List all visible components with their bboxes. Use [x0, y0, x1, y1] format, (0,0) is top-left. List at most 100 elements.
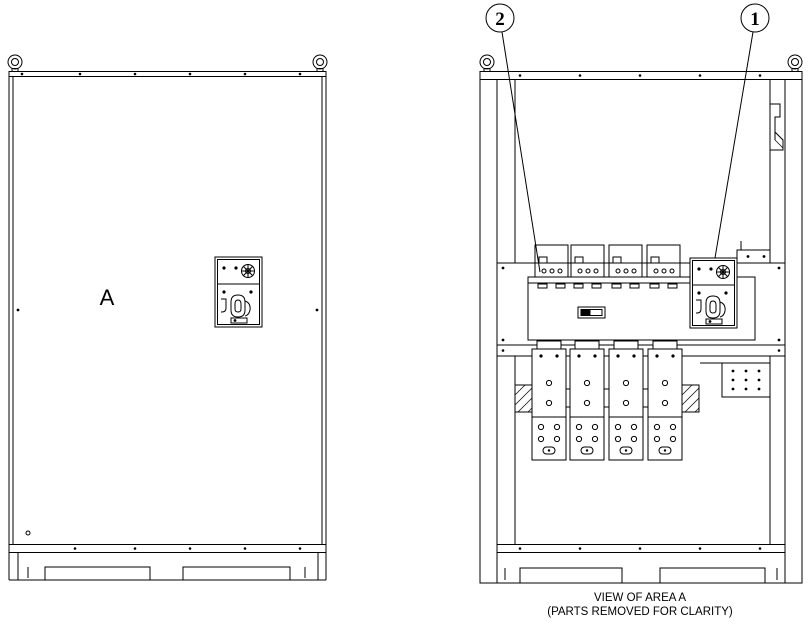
busbar-clamp	[574, 340, 600, 350]
busbar-hole	[669, 423, 677, 431]
busbar-lower-plate	[608, 416, 644, 461]
plinth-cutout	[44, 566, 151, 580]
busbar-hole	[545, 379, 553, 387]
bracket-hatch	[774, 139, 784, 149]
busbar-support-left	[514, 384, 533, 413]
terminal-connector	[608, 244, 643, 264]
screw-dot	[133, 547, 137, 550]
callout-number: 2	[495, 9, 505, 30]
cabinet-top-rail	[8, 71, 327, 77]
door-view: A	[7, 54, 328, 581]
busbar-hole	[553, 435, 561, 443]
top-rail-screws	[20, 72, 302, 76]
busbar-clamp	[613, 340, 639, 350]
terminal-screw	[631, 268, 637, 274]
terminal-screw	[557, 268, 563, 274]
caption-note: (PARTS REMOVED FOR CLARITY)	[547, 606, 733, 618]
terminal-screw	[669, 268, 675, 274]
busbar-rivet	[577, 354, 581, 358]
busbar-hole	[553, 423, 561, 431]
rotary-indicator-spokes	[241, 264, 255, 278]
plinth	[8, 552, 327, 581]
screw-dot	[298, 547, 302, 550]
terminal-screw	[541, 268, 547, 274]
door-handle-panel	[214, 256, 263, 328]
terminal-seat	[573, 283, 584, 289]
plinth-cutout	[519, 567, 623, 583]
lifting-eye-ring	[479, 54, 495, 70]
plinth-cutout	[182, 566, 291, 580]
bracket-screw	[762, 255, 766, 258]
busbar-slot	[658, 446, 672, 455]
panel-screw	[222, 290, 226, 294]
switch-handle-assembly	[689, 257, 738, 329]
busbar-hole	[575, 423, 583, 431]
busbar	[647, 340, 683, 461]
busbar-lower-plate	[647, 416, 683, 461]
panel-screw	[222, 266, 226, 270]
lock-slot	[221, 298, 227, 313]
terminal-clamp	[574, 256, 584, 264]
bottom-rail-screws	[518, 547, 762, 550]
bracket-screw	[746, 255, 750, 258]
busbar-slot	[542, 446, 556, 455]
terminal-block-body	[721, 362, 771, 398]
terminal-connector	[646, 244, 681, 264]
busbar-hole	[622, 379, 630, 387]
panel-screw	[249, 290, 253, 294]
callout-number: 1	[750, 9, 760, 30]
frame-post-right	[784, 79, 803, 584]
lifting-eye-hole	[11, 58, 19, 66]
terminal-screw	[661, 268, 667, 274]
lifting-eye-hole	[483, 58, 491, 66]
busbar-clamp	[536, 340, 562, 350]
busbar-hole	[653, 435, 661, 443]
terminal-clamp	[650, 256, 660, 264]
terminal-seat	[537, 283, 548, 289]
handle-support-bracket	[736, 241, 771, 264]
terminal-body	[570, 262, 605, 279]
view-caption: VIEW OF AREA A (PARTS REMOVED FOR CLARIT…	[547, 592, 733, 618]
busbar-slot-center	[585, 449, 589, 452]
area-label: A	[100, 285, 115, 310]
padlock-tab	[705, 318, 723, 325]
door-earth-stud	[25, 530, 31, 536]
terminal-point	[757, 369, 761, 373]
terminal-screw	[653, 268, 659, 274]
operating-handle-grip	[234, 299, 242, 313]
handle-panel-bezel	[692, 260, 735, 326]
operating-handle	[230, 294, 246, 318]
panel-screw	[234, 266, 238, 270]
busbar-rivet	[593, 354, 597, 358]
busbar-upper	[647, 348, 683, 418]
plate-screw	[777, 338, 781, 342]
busbar-hole	[545, 399, 553, 407]
terminal-clamp	[538, 256, 548, 264]
terminal-screw	[615, 268, 621, 274]
busbar-rivet	[671, 354, 675, 358]
busbar-rivet	[555, 354, 559, 358]
screw-dot	[78, 72, 82, 76]
callout-1: 1	[714, 3, 770, 259]
support-block	[681, 384, 700, 413]
support-hatch	[514, 387, 533, 406]
lock-slot	[696, 299, 702, 314]
busbar-hole	[614, 435, 622, 443]
padlock-hole	[233, 319, 237, 322]
switch-indicator-window	[577, 306, 606, 319]
screw-dot	[578, 547, 582, 550]
busbar-slot-center	[663, 449, 667, 452]
screw-dot	[20, 72, 24, 76]
indicator-flag	[581, 310, 591, 315]
terminal-point	[744, 387, 748, 391]
line-terminals	[534, 244, 681, 279]
support-hatch	[694, 407, 700, 413]
screw-dot	[188, 547, 192, 550]
terminal-seat	[629, 283, 640, 289]
padlock-hole	[708, 320, 712, 323]
screw-dot	[698, 547, 702, 550]
operating-handle-grip	[709, 300, 717, 314]
callout-balloon	[740, 3, 770, 33]
busbar-rivet	[655, 354, 659, 358]
